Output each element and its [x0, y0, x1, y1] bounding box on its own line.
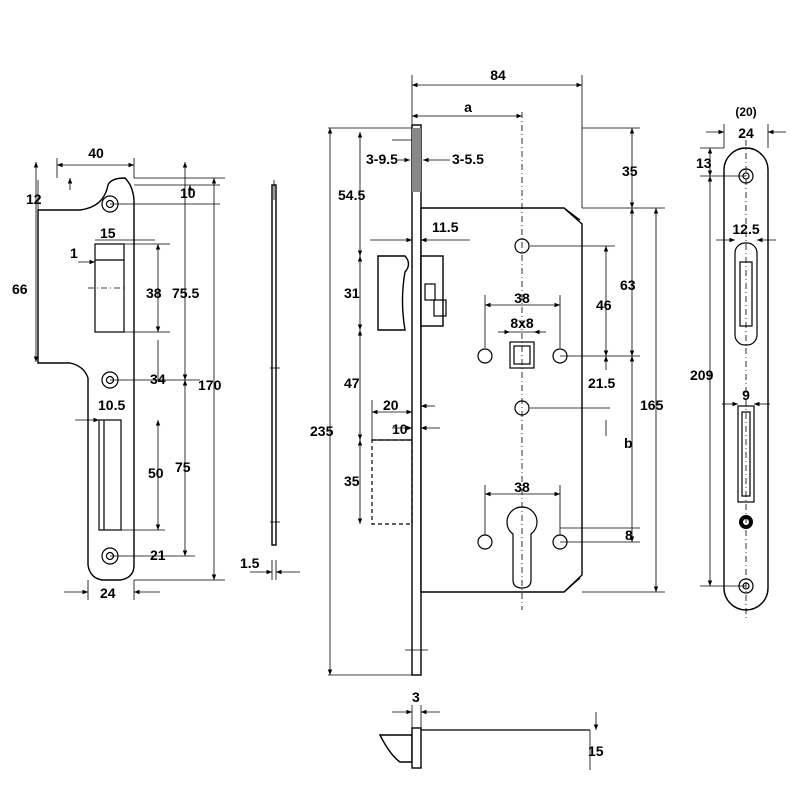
dim-faceplate-slot-width: 12.5 [732, 221, 759, 237]
dim-bottom-depth: 15 [588, 743, 604, 759]
dim-lock-backset: a [464, 99, 472, 115]
dim-latch-offset: 54.5 [338, 187, 365, 203]
strike-plate-outline [37, 177, 135, 581]
dim-strike-hole-bottom: 21 [150, 547, 166, 563]
bottom-faceplate-section [411, 727, 422, 769]
latch-bolt [377, 255, 410, 331]
dim-side-thickness: 1.5 [240, 555, 260, 571]
dim-strike-total-height: 170 [198, 377, 222, 393]
dim-strike-hole-spacing-a: 75.5 [172, 285, 199, 301]
dim-strike-upper-height: 66 [12, 281, 28, 297]
dim-lock-body-height: 165 [640, 397, 664, 413]
dim-spindle-square: 8x8 [510, 315, 534, 331]
dim-strike-slot-edge: 1 [70, 245, 78, 261]
dim-bolt-projection: 20 [383, 397, 399, 413]
dim-follower-width: 38 [514, 290, 530, 306]
lock-faceplate-edge [411, 124, 422, 676]
strike-bolt-slot [98, 419, 122, 531]
dim-strike-slot-height: 38 [146, 285, 162, 301]
dim-strike-slot-width: 15 [100, 225, 116, 241]
lock-body-view: 84 a 3-9.5 3-5.5 235 54.5 11.5 31 47 20 [310, 67, 665, 676]
dim-latch-projection-range: 3-9.5 [366, 151, 398, 167]
dim-faceplate-bolt-slot-width: 9 [742, 387, 750, 403]
dim-strike-hole-spacing-b: 75 [175, 459, 191, 475]
dim-strike-width-top: 40 [88, 145, 104, 161]
dim-follower-offset: 21.5 [588, 375, 615, 391]
dim-latch-height: 31 [344, 285, 360, 301]
faceplate-front-view: (20) 24 13 12.5 209 9 [690, 105, 786, 620]
dim-follower-to-spindle: 63 [620, 277, 636, 293]
dim-bolt-offset: 47 [344, 375, 360, 391]
dim-strike-lower-slot-height: 50 [148, 465, 164, 481]
dim-lock-width: 84 [490, 67, 506, 83]
dim-cylinder-width: 38 [514, 479, 530, 495]
dim-strike-hole-top: 10 [180, 185, 196, 201]
dim-faceplate-length: 209 [690, 367, 714, 383]
dim-strike-offset-top: 12 [26, 191, 42, 207]
dim-cylinder-distance: b [624, 435, 633, 451]
bottom-bolt-profile [378, 734, 413, 763]
dim-faceplate-width: 24 [738, 125, 754, 141]
dim-lock-total-height: 235 [310, 423, 334, 439]
dim-bolt-projection-range: 3-5.5 [452, 151, 484, 167]
dim-bottom-thickness: 3 [412, 689, 420, 705]
dim-strike-width-bottom: 24 [100, 585, 116, 601]
dim-bolt-depth: 10 [392, 421, 408, 437]
bottom-section-view: 3 15 [378, 689, 604, 770]
dim-bolt-height: 35 [344, 473, 360, 489]
dim-spindle-spacing: 46 [596, 297, 612, 313]
dim-cylinder-offset: 8 [625, 527, 633, 543]
lock-case-outline [420, 207, 583, 593]
faceplate-hatch [412, 128, 421, 192]
follower-hole-left [477, 348, 493, 364]
latch-housing [420, 255, 444, 327]
cylinder-cutout [506, 506, 538, 589]
dim-latch-depth: 11.5 [432, 219, 459, 235]
dim-strike-lower-offset: 10.5 [98, 397, 125, 413]
dim-top-to-follower: 35 [622, 163, 638, 179]
strike-plate-view: 40 12 10 66 15 1 38 75.5 170 34 [12, 145, 225, 601]
dead-bolt [371, 439, 413, 525]
dim-faceplate-hole-offset: 13 [696, 155, 712, 171]
dim-faceplate-overall-width: (20) [735, 105, 756, 119]
side-profile-view: 1.5 [240, 180, 300, 580]
side-profile-plate [271, 184, 277, 546]
